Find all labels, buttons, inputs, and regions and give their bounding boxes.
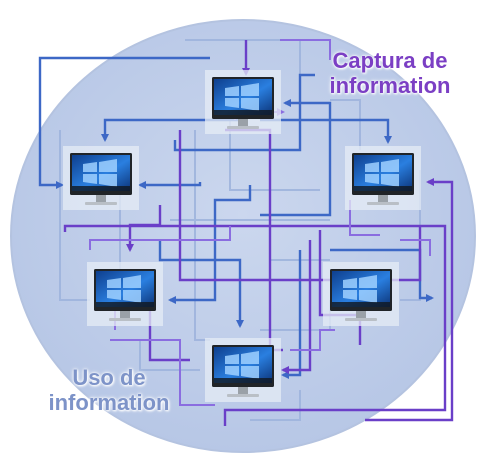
computer-node-upper-right — [345, 146, 421, 210]
computer-node-top — [205, 70, 281, 134]
use-label-line2: information — [48, 390, 170, 415]
use-label-line1: Uso de — [72, 365, 146, 390]
capture-label-line1: Captura de — [332, 48, 448, 73]
capture-label-line2: information — [329, 73, 451, 98]
computer-node-upper-left — [63, 146, 139, 210]
primary-connectors — [38, 56, 434, 379]
computer-node-lower-left — [87, 262, 163, 326]
capture-label: Captura de information — [300, 48, 480, 98]
computer-node-bottom — [205, 338, 281, 402]
computer-node-lower-right — [323, 262, 399, 326]
use-label: Uso de information — [24, 365, 194, 415]
